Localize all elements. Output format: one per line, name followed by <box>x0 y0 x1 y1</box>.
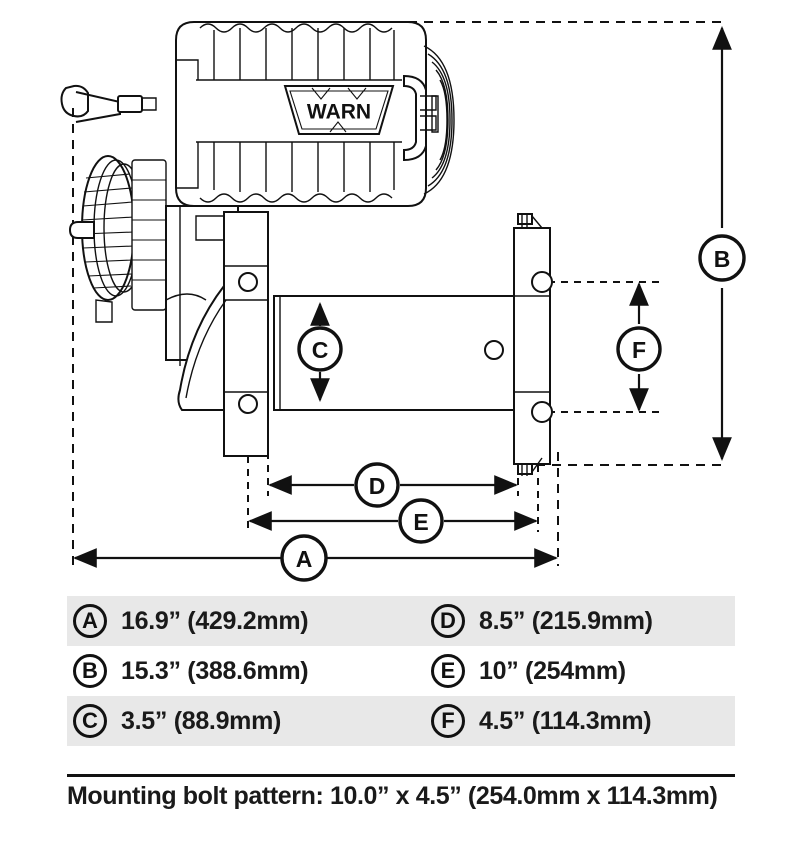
legend-badge-F: F <box>431 704 465 738</box>
motor-housing: WARN <box>175 21 455 207</box>
legend-value-C: 3.5” (88.9mm) <box>121 706 282 735</box>
callout-badge-C: C <box>312 337 329 363</box>
legend-badge-C: C <box>73 704 107 738</box>
callout-badge-B: B <box>714 246 731 272</box>
callout-badge-D: D <box>369 473 386 499</box>
legend-value-F: 4.5” (114.3mm) <box>479 706 652 735</box>
mounting-bolt-pattern-note: Mounting bolt pattern: 10.0” x 4.5” (254… <box>67 782 718 810</box>
clutch-lever <box>60 84 157 123</box>
dimension-C: C <box>297 302 343 402</box>
gear-housing-knurled <box>68 155 167 323</box>
legend-cell-E: E 10” (254mm) <box>401 654 735 688</box>
dimension-B: B <box>698 26 746 461</box>
bolt-hole-upper <box>531 271 553 293</box>
dimension-legend-table: A 16.9” (429.2mm) D 8.5” (215.9mm) B 15.… <box>67 596 735 746</box>
dimension-F: F <box>616 282 662 412</box>
legend-value-E: 10” (254mm) <box>479 656 626 685</box>
legend-badge-A: A <box>73 604 107 638</box>
winch-illustration: WARN <box>60 21 553 476</box>
dimension-A: A <box>73 534 558 582</box>
legend-badge-D: D <box>431 604 465 638</box>
legend-cell-D: D 8.5” (215.9mm) <box>401 604 735 638</box>
legend-cell-C: C 3.5” (88.9mm) <box>67 704 401 738</box>
winch-dimension-drawing: WARN <box>60 21 746 582</box>
callout-badge-E: E <box>413 509 428 535</box>
warn-logo-text: WARN <box>307 101 371 124</box>
legend-row: C 3.5” (88.9mm) F 4.5” (114.3mm) <box>67 696 735 746</box>
note-divider <box>67 774 735 777</box>
callout-badge-F: F <box>632 337 646 363</box>
legend-badge-E: E <box>431 654 465 688</box>
motor-bracket <box>403 74 437 162</box>
legend-row: B 15.3” (388.6mm) E 10” (254mm) <box>67 646 735 696</box>
callout-badge-A: A <box>296 546 313 572</box>
warn-logo: WARN <box>283 85 395 135</box>
legend-value-A: 16.9” (429.2mm) <box>121 606 309 635</box>
legend-cell-A: A 16.9” (429.2mm) <box>67 604 401 638</box>
motor-end-cap <box>423 45 455 195</box>
legend-cell-F: F 4.5” (114.3mm) <box>401 704 735 738</box>
bolt-hole-lower <box>531 401 553 423</box>
right-end-plate <box>513 213 553 476</box>
legend-cell-B: B 15.3” (388.6mm) <box>67 654 401 688</box>
legend-value-D: 8.5” (215.9mm) <box>479 606 653 635</box>
dimension-D: D <box>268 462 518 508</box>
legend-row: A 16.9” (429.2mm) D 8.5” (215.9mm) <box>67 596 735 646</box>
left-end-plate <box>177 211 269 457</box>
legend-badge-B: B <box>73 654 107 688</box>
dimension-E: E <box>248 498 538 544</box>
legend-value-B: 15.3” (388.6mm) <box>121 656 309 685</box>
extension-lines <box>72 21 722 566</box>
